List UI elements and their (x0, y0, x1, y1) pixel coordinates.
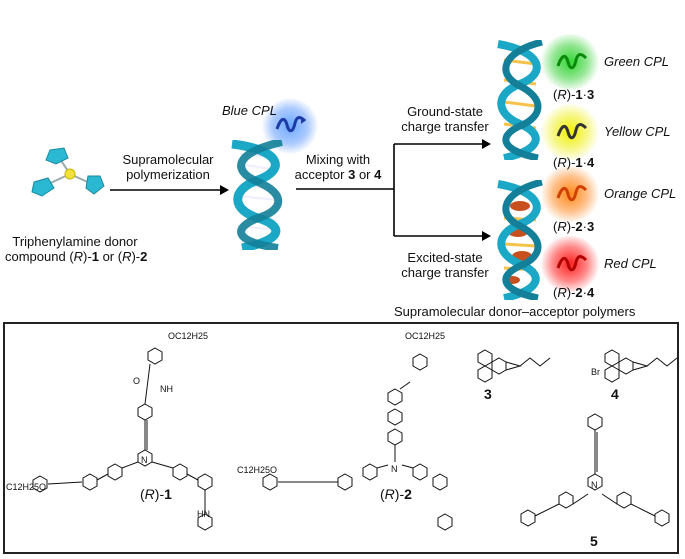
polymers-caption: Supramolecular donor–acceptor polymers (394, 304, 636, 319)
compound-5-label: 5 (590, 533, 598, 549)
green-wave-icon (556, 53, 588, 70)
compound-2-structure (262, 353, 453, 531)
atom-label-nh: NH (160, 384, 173, 394)
chain-label-c12h25o-2: C12H25O (237, 465, 278, 475)
step1-label: Supramolecular polymerization (122, 152, 214, 182)
top-scheme: Triphenylamine donor compound (R)-1 or (… (5, 34, 677, 319)
red-wave-icon (556, 255, 588, 272)
atom-label-o: O (133, 376, 141, 386)
chain-label-c12h25o: C12H25O (6, 482, 47, 492)
red-glow (540, 236, 600, 292)
yellow-wave-icon (556, 123, 588, 140)
compound-5-structure (520, 413, 670, 527)
yellow-glow (540, 104, 600, 160)
product-r13-label: (R)-1·3 (553, 87, 595, 102)
compound-1-label: (R)-1 (140, 486, 172, 502)
orange-glow (540, 166, 600, 222)
helix-polymer-icon (231, 140, 283, 250)
orange-cpl-label: Orange CPL (604, 186, 677, 201)
atom-label-n2: N (391, 464, 398, 474)
atom-label-n5: N (591, 480, 598, 490)
compound-2-label: (R)-2 (380, 486, 412, 502)
excited-state-label: Excited-state charge transfer (401, 250, 489, 280)
compound-3-label: 3 (484, 386, 492, 402)
product-r23-label: (R)-2·3 (553, 219, 595, 234)
atom-label-hn: HN (197, 509, 210, 519)
green-glow (540, 34, 600, 90)
yellow-cpl-label: Yellow CPL (604, 124, 671, 139)
atom-label-br: Br (591, 367, 600, 377)
chain-label-oc12h25-2: OC12H25 (405, 331, 446, 341)
donor-molecule-icon (31, 147, 105, 197)
donor-label: Triphenylamine donor compound (R)-1 or (… (5, 234, 148, 264)
helix-ground-icon (497, 40, 543, 160)
product-r14-label: (R)-1·4 (553, 155, 595, 170)
red-cpl-label: Red CPL (604, 256, 657, 271)
product-r24-label: (R)-2·4 (553, 285, 595, 300)
acceptor-4-structure (604, 349, 678, 383)
arrow-polymerization (110, 185, 229, 195)
chain-label-oc12h25: OC12H25 (168, 331, 209, 341)
compound-1-structure (32, 347, 213, 531)
compound-4-label: 4 (611, 386, 619, 402)
atom-label-n: N (141, 455, 148, 465)
blue-cpl-label: Blue CPL (222, 103, 277, 118)
green-cpl-label: Green CPL (604, 54, 670, 69)
arrow-mixing (296, 139, 491, 241)
step2-label: Mixing with acceptor 3 or 4 (294, 152, 382, 182)
orange-wave-icon (556, 185, 588, 202)
helix-excited-icon (497, 180, 543, 300)
ground-state-label: Ground-state charge transfer (401, 104, 489, 134)
acceptor-3-structure (477, 349, 551, 383)
blue-wave-icon (275, 116, 307, 133)
structures-panel (3, 322, 679, 554)
structures-drawing (32, 347, 678, 531)
